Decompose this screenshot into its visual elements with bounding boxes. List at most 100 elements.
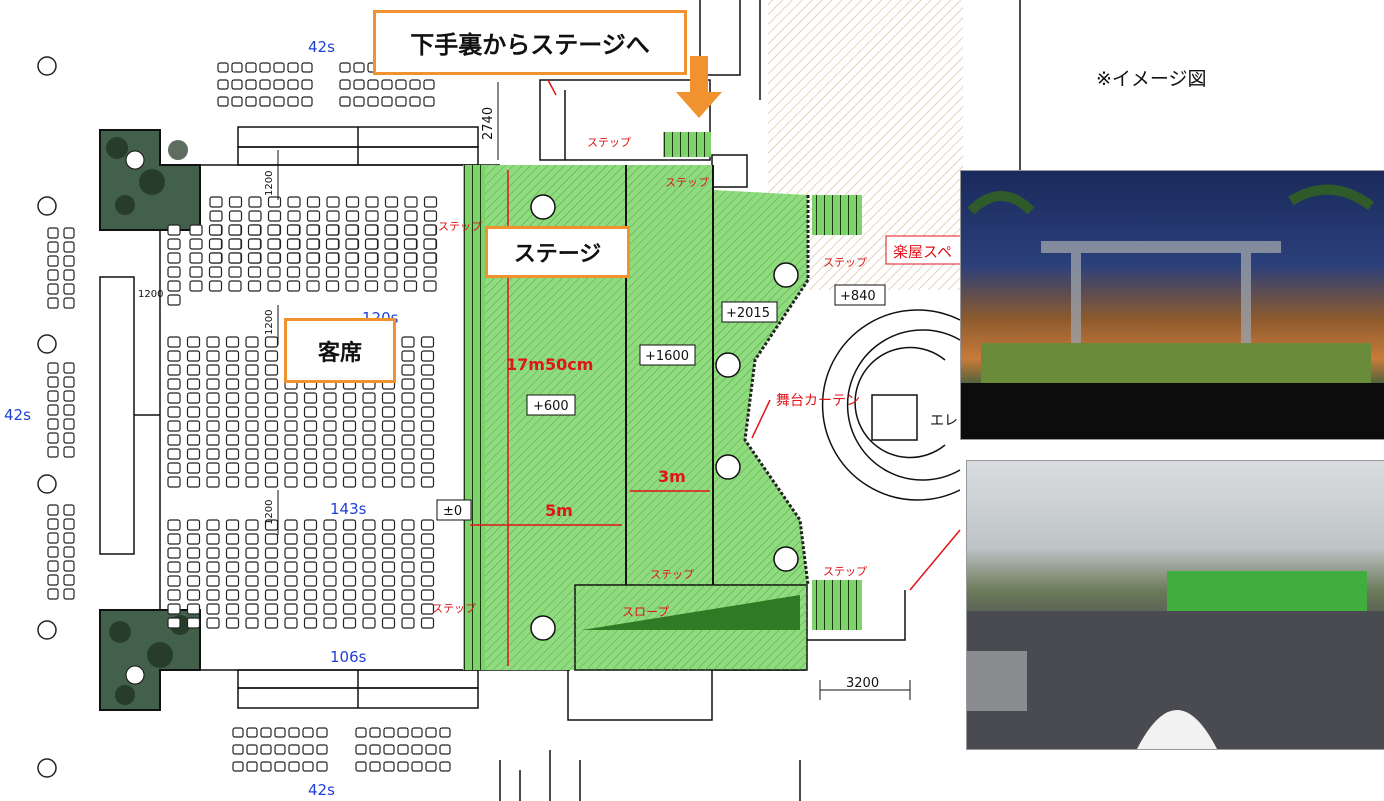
seat — [381, 392, 396, 404]
seat — [362, 589, 376, 601]
seat — [323, 476, 337, 488]
seat — [209, 196, 223, 208]
seat — [287, 79, 299, 90]
seat — [245, 420, 259, 432]
seat — [420, 448, 435, 460]
seat — [225, 406, 240, 418]
seat — [362, 392, 376, 404]
seat — [186, 476, 201, 488]
seat — [189, 238, 203, 250]
seat — [395, 79, 407, 90]
seat — [47, 283, 59, 295]
seat — [245, 561, 259, 573]
seat — [167, 252, 181, 264]
seat — [401, 589, 415, 601]
seat — [381, 617, 396, 629]
seat — [342, 603, 357, 615]
seat — [225, 392, 240, 404]
seat — [264, 547, 279, 559]
seat — [63, 390, 75, 402]
seat — [225, 589, 240, 601]
seat — [420, 350, 435, 362]
seat — [167, 224, 181, 236]
seat — [439, 744, 451, 755]
area-labels: ステップ ステップ ステップ ステップ ステップ ステップ ステップ スロープ … — [432, 136, 967, 619]
seat — [284, 420, 298, 432]
seat — [364, 266, 379, 278]
seat — [245, 378, 259, 390]
venue-audience-photo — [966, 460, 1384, 750]
seat — [384, 210, 399, 222]
seat — [287, 210, 301, 222]
level-stage-back: +2015 — [726, 306, 770, 321]
seat — [420, 603, 435, 615]
seat — [245, 336, 259, 348]
seat — [47, 404, 59, 416]
width-3200-label: 3200 — [846, 676, 879, 691]
section-2-label: 3m — [658, 467, 686, 486]
seat — [206, 603, 220, 615]
level-right-area: +840 — [840, 289, 876, 304]
seat — [355, 727, 367, 738]
seat — [167, 238, 181, 250]
seat — [248, 196, 262, 208]
seat — [189, 266, 203, 278]
seat — [63, 418, 75, 430]
seat — [228, 196, 243, 208]
seat — [302, 761, 314, 772]
seat — [362, 575, 376, 587]
seat — [401, 561, 415, 573]
seat — [423, 79, 435, 90]
seat — [323, 575, 337, 587]
seat — [225, 547, 240, 559]
seat — [225, 448, 240, 460]
seat — [301, 79, 313, 90]
seat — [267, 280, 281, 292]
seat — [284, 392, 298, 404]
seat — [362, 434, 376, 446]
seat — [167, 266, 181, 278]
seat — [401, 406, 415, 418]
slope-label: スロープ — [622, 605, 669, 619]
seat — [225, 603, 240, 615]
seat — [342, 533, 357, 545]
seat — [63, 504, 75, 516]
seat — [260, 727, 272, 738]
seat — [342, 575, 357, 587]
seat — [381, 476, 396, 488]
planter-bottom-left — [99, 609, 201, 711]
seat — [47, 518, 59, 530]
seat — [63, 404, 75, 416]
seat — [323, 420, 337, 432]
seat — [206, 561, 220, 573]
seat — [264, 392, 279, 404]
seat — [264, 533, 279, 545]
seat — [284, 519, 298, 531]
seat — [63, 432, 75, 444]
seat — [362, 420, 376, 432]
seat — [167, 294, 181, 306]
seat — [425, 727, 437, 738]
seat — [47, 560, 59, 572]
seat — [264, 350, 279, 362]
seat — [323, 603, 337, 615]
seat — [342, 434, 357, 446]
seat — [264, 561, 279, 573]
callout-backstage: 下手裏からステージへ — [373, 10, 687, 75]
seat — [63, 560, 75, 572]
step-label-3: ステップ — [438, 220, 482, 233]
seat — [381, 519, 396, 531]
seat — [326, 196, 340, 208]
seat — [303, 462, 318, 474]
seat — [420, 617, 435, 629]
seat — [260, 744, 272, 755]
seat — [245, 547, 259, 559]
seat — [206, 617, 220, 629]
seat — [403, 266, 418, 278]
seat — [264, 406, 279, 418]
seat — [345, 196, 360, 208]
seat — [423, 266, 437, 278]
seat — [384, 196, 399, 208]
seat — [362, 519, 376, 531]
seat — [367, 96, 379, 107]
